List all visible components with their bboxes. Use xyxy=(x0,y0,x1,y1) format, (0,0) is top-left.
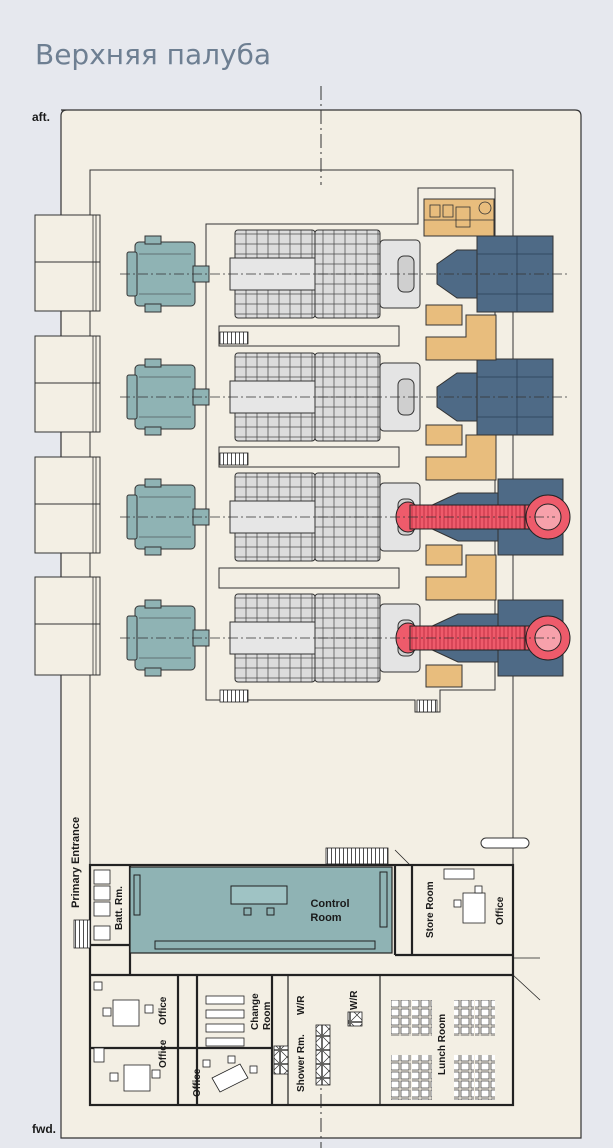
office-b-label: Office xyxy=(158,1039,169,1068)
aft-marker: aft. xyxy=(32,110,50,124)
control-room xyxy=(129,866,393,954)
entrance-stair xyxy=(325,847,389,865)
primary-entrance-stair xyxy=(73,919,91,949)
office-c-label: Office xyxy=(192,1068,203,1097)
radiator-units xyxy=(34,214,101,676)
battery-racks xyxy=(93,869,111,941)
wr-label-1: W/R xyxy=(296,995,307,1015)
store-room-label: Store Room xyxy=(425,881,436,938)
batt-room-label: Batt. Rm. xyxy=(114,886,125,930)
fwd-marker: fwd. xyxy=(32,1122,56,1136)
office-left-furniture xyxy=(93,981,258,1093)
control-room-label-1: Control xyxy=(310,898,349,910)
office-block xyxy=(88,863,515,1107)
change-room-label-2: Room xyxy=(262,1002,273,1030)
office-right-label: Office xyxy=(495,896,506,925)
pipe-element xyxy=(480,837,530,849)
office-right-furniture xyxy=(443,868,486,924)
office-a-label: Office xyxy=(158,996,169,1025)
page-title: Верхняя палуба xyxy=(35,38,272,71)
primary-entrance-label: Primary Entrance xyxy=(70,817,82,908)
control-room-label-2: Room xyxy=(310,912,341,924)
change-room-label-1: Change xyxy=(250,993,261,1030)
lunch-room-label: Lunch Room xyxy=(437,1014,448,1075)
auxiliary-unit xyxy=(423,198,495,237)
lunch-room-tables xyxy=(391,1000,495,1100)
tan-plates xyxy=(425,304,497,688)
shower-room-label: Shower Rm. xyxy=(296,1034,307,1092)
control-room-furniture xyxy=(133,871,388,950)
walkways xyxy=(218,325,438,713)
shower-stalls xyxy=(315,1024,331,1086)
wr-label-2: W/R xyxy=(349,990,360,1010)
